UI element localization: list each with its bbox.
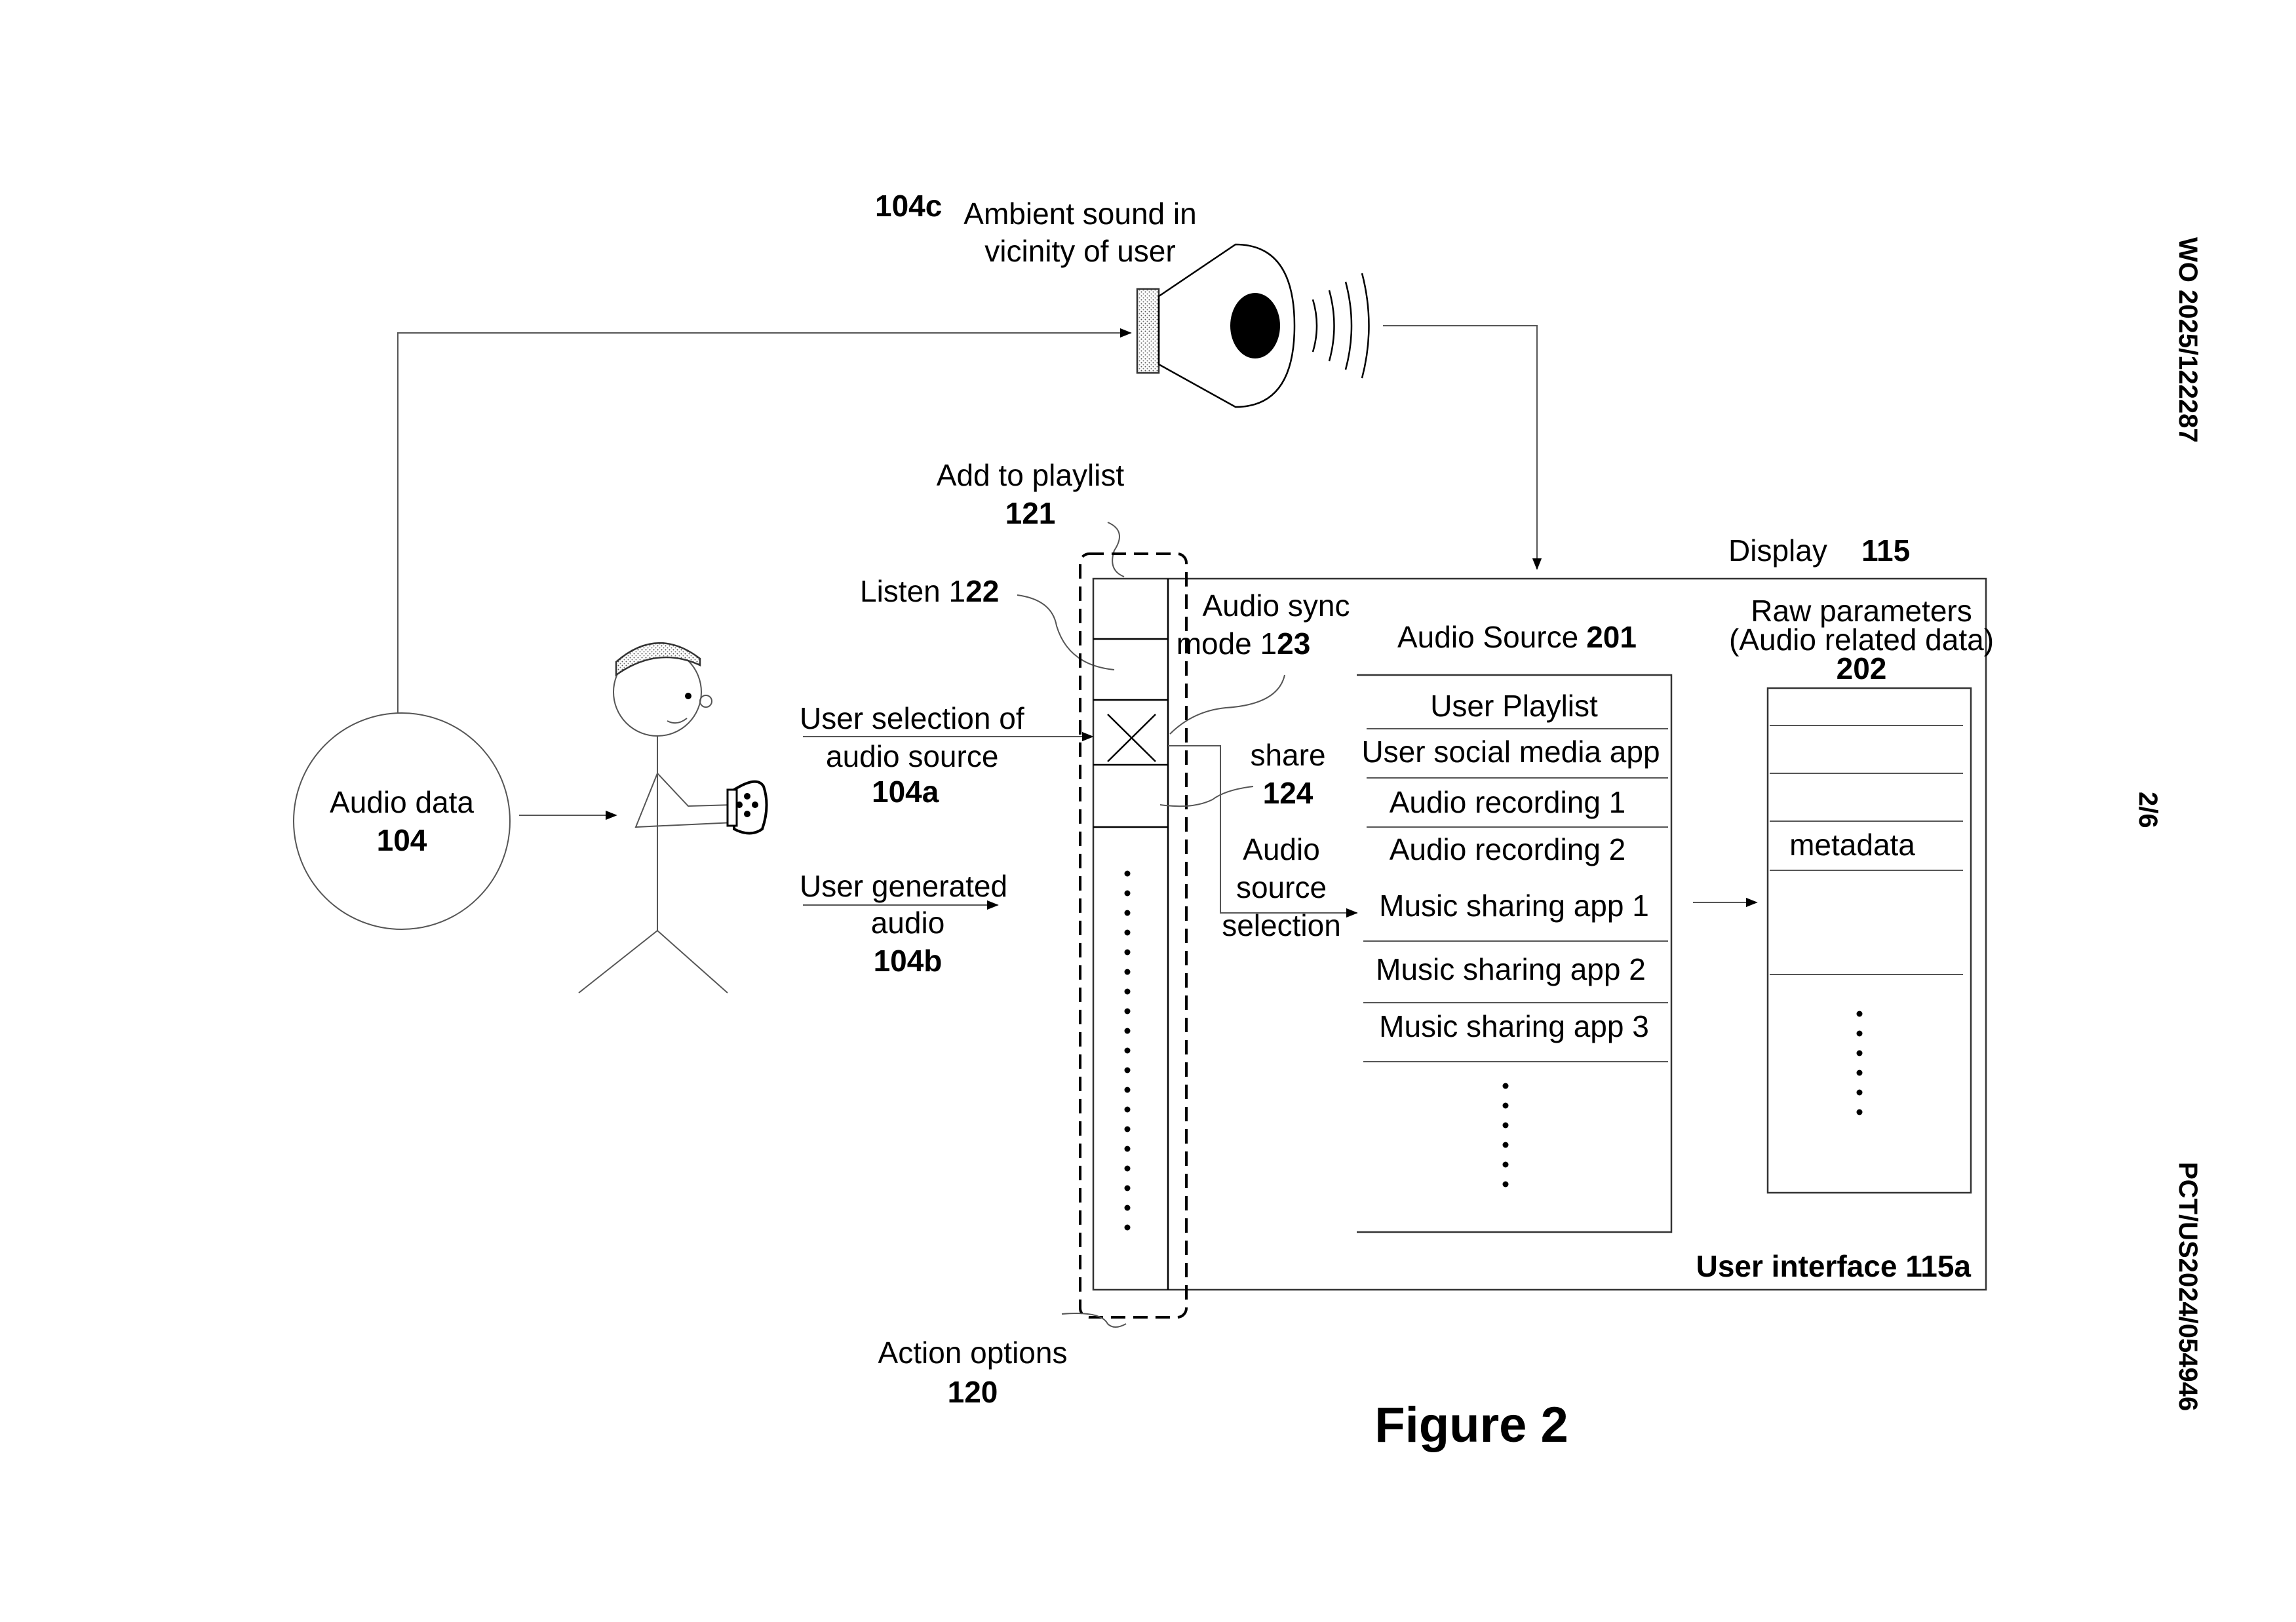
share-ref: 124 [1263,776,1313,810]
action-options-ref: 120 [948,1375,998,1409]
raw-params-list: metadata [1766,687,1972,1194]
audio-data-label: Audio data [330,785,474,819]
user-generated-line1: User generated [800,869,1007,903]
action-options-panel [1079,552,1188,1319]
action-options-ellipsis [1124,870,1131,1231]
add-playlist-label: Add to playlist [937,458,1125,492]
metadata-label: metadata [1789,828,1915,862]
leader-add-playlist [1107,522,1125,577]
listen-ref: 22 [965,574,999,608]
audio-sync-line2: mode 1 [1177,627,1277,661]
audio-sync-line2-wrap: mode 123 [1177,627,1311,661]
ambient-line1: Ambient sound in [963,197,1196,231]
connector-audio-to-speaker [397,328,1132,713]
audio-source-item: Audio recording 2 [1390,832,1626,866]
leader-audio-sync [1169,674,1285,735]
audio-source-item: Audio recording 1 [1390,785,1626,819]
audio-source-item: Music sharing app 3 [1379,1009,1649,1043]
connector-speaker-to-display [1383,325,1542,570]
user-interface-label: User interface 115a [1696,1249,1972,1283]
publication-number: WO 2025/122287 [2173,237,2202,443]
application-number: PCT/US2024/054946 [2173,1162,2202,1411]
leader-share [1159,786,1254,807]
raw-params-ellipsis [1856,1011,1863,1115]
raw-params-line1: Raw parameters [1751,594,1972,628]
share-label: share [1250,738,1325,772]
user-selection-ref: 104a [872,775,939,809]
audio-source-selection-line3: selection [1222,908,1341,942]
ambient-line2: vicinity of user [984,234,1175,268]
ambient-ref: 104c [875,189,942,223]
audio-data-node: Audio data 104 [293,712,511,930]
audio-source-ellipsis [1502,1083,1509,1188]
audio-source-item: User Playlist [1430,689,1598,723]
audio-source-item: Music sharing app 2 [1376,952,1646,986]
user-interface-frame [1092,577,1987,1291]
action-options-label: Action options [878,1336,1068,1370]
audio-data-ref: 104 [377,823,427,857]
connector-audio-source-selection [1168,745,1358,918]
audio-source-selection-line1: Audio [1243,832,1320,866]
user-generated-ref: 104b [874,944,943,978]
raw-params-ref: 202 [1837,651,1887,685]
listen-label-text: Listen 1 [860,574,965,608]
leader-listen [1017,594,1115,670]
sheet-number: 2/6 [2133,792,2162,828]
audio-sync-ref: 23 [1277,627,1310,661]
audio-source-selection-line2: source [1236,870,1327,904]
audio-source-list: User Playlist User social media app Audi… [1357,674,1673,1233]
display-label: Display [1728,533,1827,568]
display-ref: 115 [1861,533,1910,568]
close-x-icon [1107,714,1156,762]
audio-sync-line1: Audio sync [1202,589,1350,623]
audio-source-item: User social media app [1361,735,1660,769]
user-selection-line2: audio source [826,739,998,773]
action-options-dashed-outline [1079,552,1188,1319]
user-selection-line1: User selection of [800,701,1024,735]
raw-params-line2: (Audio related data) [1729,623,1994,657]
user-figure [578,642,768,994]
audio-source-item: Music sharing app 1 [1379,889,1649,923]
audio-source-ref: 201 [1586,620,1637,654]
figure-title: Figure 2 [1374,1397,1568,1453]
speaker-icon [1136,243,1370,408]
game-controller-icon [726,780,768,835]
audio-source-title-text: Audio Source [1397,620,1578,654]
leader-action-options [1061,1313,1127,1328]
listen-label: Listen 122 [860,574,999,608]
add-playlist-ref: 121 [1005,496,1056,530]
user-generated-line2: audio [871,906,945,940]
